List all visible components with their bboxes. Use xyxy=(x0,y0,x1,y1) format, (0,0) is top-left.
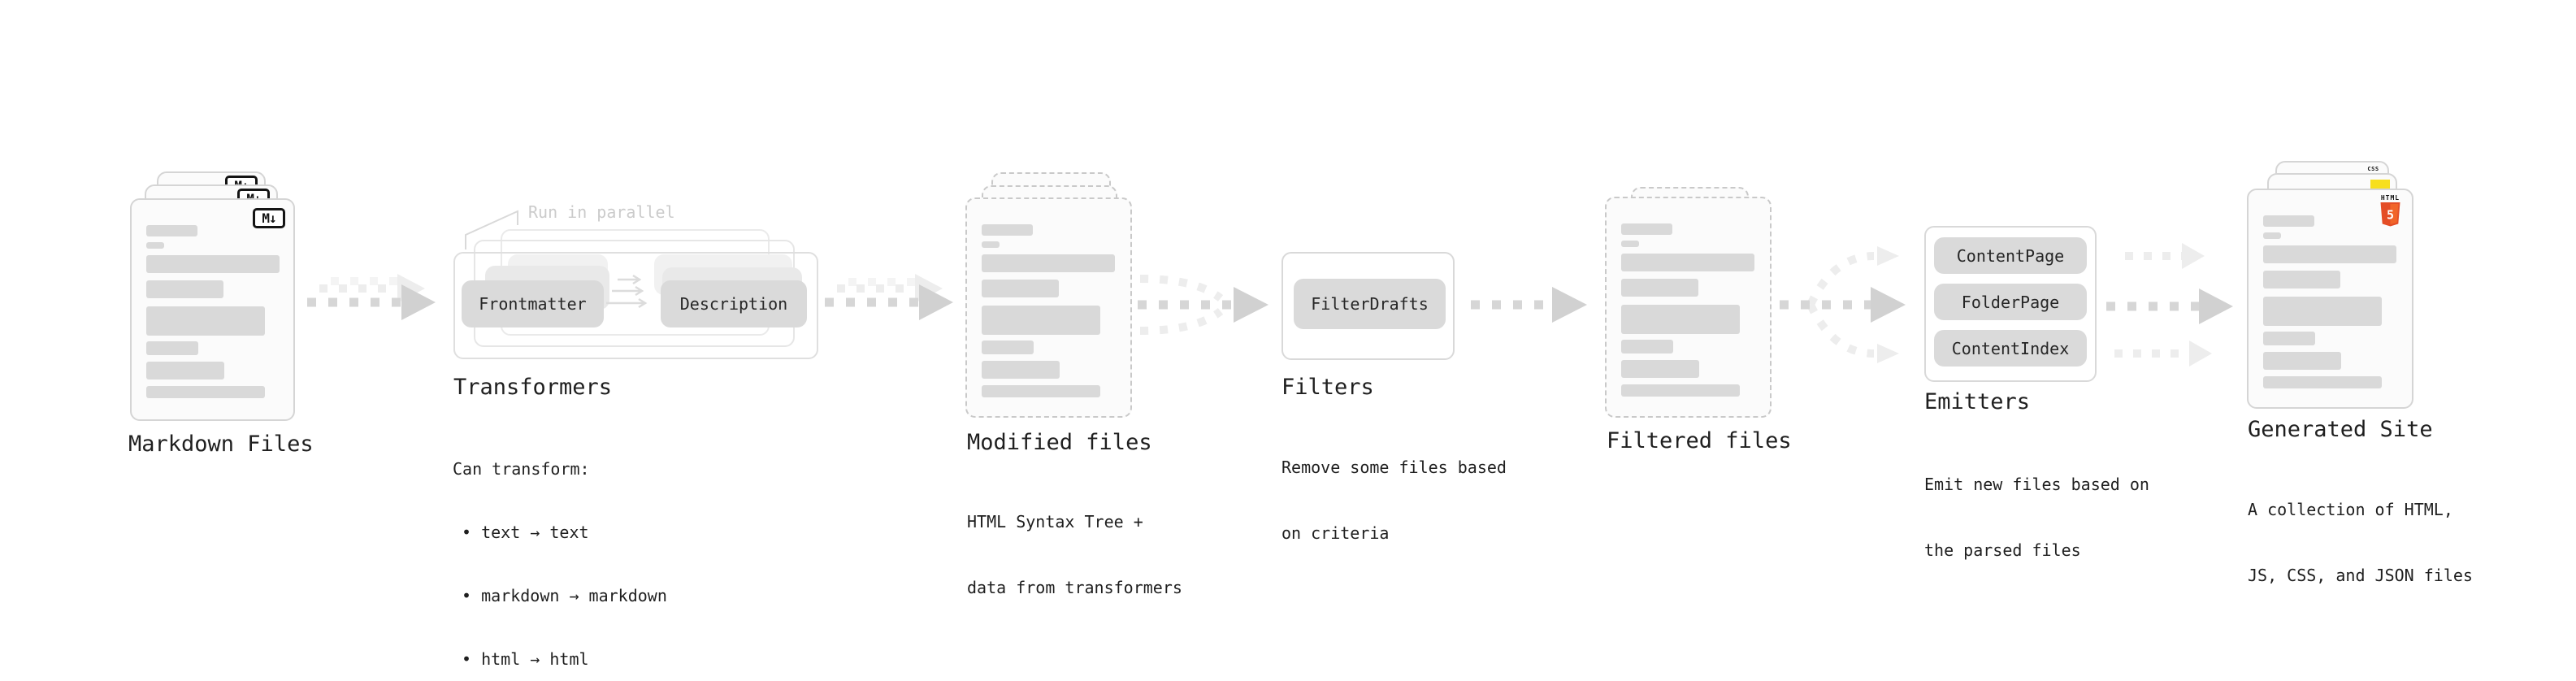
caption-line: data from transformers xyxy=(967,578,1182,597)
run-in-parallel-callout-line xyxy=(465,210,518,249)
emitter-pill-contentpage: ContentPage xyxy=(1934,237,2087,274)
html5-shield-icon: 5 xyxy=(2380,202,2400,227)
skeleton-bar xyxy=(1621,340,1673,354)
skeleton-bar xyxy=(982,306,1100,335)
skeleton-bar xyxy=(1621,254,1754,271)
skeleton-bar xyxy=(146,362,224,380)
js-badge-icon xyxy=(2370,180,2390,189)
run-in-parallel-annotation: Run in parallel xyxy=(528,202,675,222)
generated-file-card-front: HTML 5 xyxy=(2247,189,2413,409)
flow-arrow-icon xyxy=(2106,288,2233,324)
skeleton-bar xyxy=(2263,245,2396,263)
css-badge-label: CSS xyxy=(2367,166,2379,172)
skeleton-bar xyxy=(982,254,1115,272)
caption-line: JS, CSS, and JSON files xyxy=(2248,566,2473,585)
filters-title: Filters xyxy=(1281,375,1374,400)
emitters-title: Emitters xyxy=(1924,389,2031,414)
skeleton-bar xyxy=(1621,305,1740,334)
caption-line: Can transform: xyxy=(453,459,590,479)
transformers-caption: Can transform: • text → text • markdown … xyxy=(453,416,667,681)
flow-arrow-icon xyxy=(1471,287,1587,323)
skeleton-bar xyxy=(1621,360,1699,378)
skeleton-bar xyxy=(146,242,164,249)
skeleton-bar xyxy=(982,280,1059,297)
skeleton-bar xyxy=(2263,332,2315,345)
caption-line: HTML Syntax Tree + xyxy=(967,512,1143,531)
skeleton-bar xyxy=(1621,384,1740,397)
caption-line: A collection of HTML, xyxy=(2248,500,2453,519)
skeleton-bar xyxy=(2263,215,2314,227)
caption-bullet: • text → text xyxy=(462,523,589,542)
skeleton-bar xyxy=(982,224,1033,236)
modified-file-card-front xyxy=(965,197,1132,418)
diverge-arrow-icon xyxy=(1780,246,1906,363)
transformer-pill-frontmatter: Frontmatter xyxy=(462,280,604,327)
filtered-files-label: Filtered files xyxy=(1607,428,1792,453)
modified-files-caption: HTML Syntax Tree + data from transformer… xyxy=(967,467,1182,643)
skeleton-bar xyxy=(982,385,1100,397)
skeleton-bar xyxy=(146,306,265,336)
filtered-file-card-front xyxy=(1605,197,1772,418)
skeleton-bar xyxy=(982,361,1060,379)
filter-pill-filterdrafts: FilterDrafts xyxy=(1294,279,1446,329)
filters-caption: Remove some files based on criteria xyxy=(1281,413,1507,588)
skeleton-bar xyxy=(1621,279,1698,297)
markdown-files-label: Markdown Files xyxy=(128,432,314,457)
emitters-caption: Emit new files based on the parsed files xyxy=(1924,430,2149,605)
skeleton-bar xyxy=(146,225,197,236)
markdown-icon: M↓ xyxy=(253,208,285,228)
skeleton-bar xyxy=(1621,241,1639,247)
caption-bullet: • html → html xyxy=(462,649,589,669)
markdown-file-card-front: M↓ xyxy=(130,198,295,421)
skeleton-bar xyxy=(2263,376,2382,388)
emitter-pill-contentindex: ContentIndex xyxy=(1934,330,2087,367)
caption-line: on criteria xyxy=(1281,523,1390,543)
html5-badge-label: HTML xyxy=(2380,194,2400,202)
modified-files-label: Modified files xyxy=(967,430,1152,455)
caption-line: the parsed files xyxy=(1924,540,2081,560)
flow-arrow-faint-icon xyxy=(2125,243,2205,269)
skeleton-bar xyxy=(2263,297,2382,326)
skeleton-bar xyxy=(146,280,223,298)
emitter-pill-folderpage: FolderPage xyxy=(1934,284,2087,320)
flow-arrow-faint-icon xyxy=(848,278,922,286)
transformer-pill-description: Description xyxy=(661,280,807,327)
skeleton-bar xyxy=(2263,352,2341,370)
converge-arrow-icon xyxy=(1138,275,1268,335)
html5-badge-icon: HTML 5 xyxy=(2379,194,2401,227)
generated-site-caption: A collection of HTML, JS, CSS, and JSON … xyxy=(2248,455,2473,631)
generated-site-label: Generated Site xyxy=(2248,417,2433,442)
skeleton-bar xyxy=(146,341,198,355)
flow-arrow-faint-icon xyxy=(2114,340,2212,367)
skeleton-bar xyxy=(982,340,1034,354)
skeleton-bar xyxy=(1621,223,1672,235)
skeleton-bar xyxy=(2263,232,2281,239)
skeleton-bar xyxy=(146,255,280,273)
transformer-layer-front xyxy=(453,252,818,359)
parallel-arrows-icon xyxy=(606,274,648,309)
skeleton-bar xyxy=(982,241,1000,248)
caption-bullet: • markdown → markdown xyxy=(462,586,667,605)
caption-line: Remove some files based xyxy=(1281,458,1507,477)
skeleton-bar xyxy=(2263,271,2340,288)
svg-text:5: 5 xyxy=(2387,208,2394,223)
flow-arrow-icon xyxy=(307,284,436,320)
flow-arrow-faint-icon xyxy=(331,277,404,285)
transformers-title: Transformers xyxy=(453,375,613,400)
flow-arrow-icon xyxy=(825,284,953,320)
skeleton-bar xyxy=(146,386,265,398)
caption-line: Emit new files based on xyxy=(1924,475,2149,494)
